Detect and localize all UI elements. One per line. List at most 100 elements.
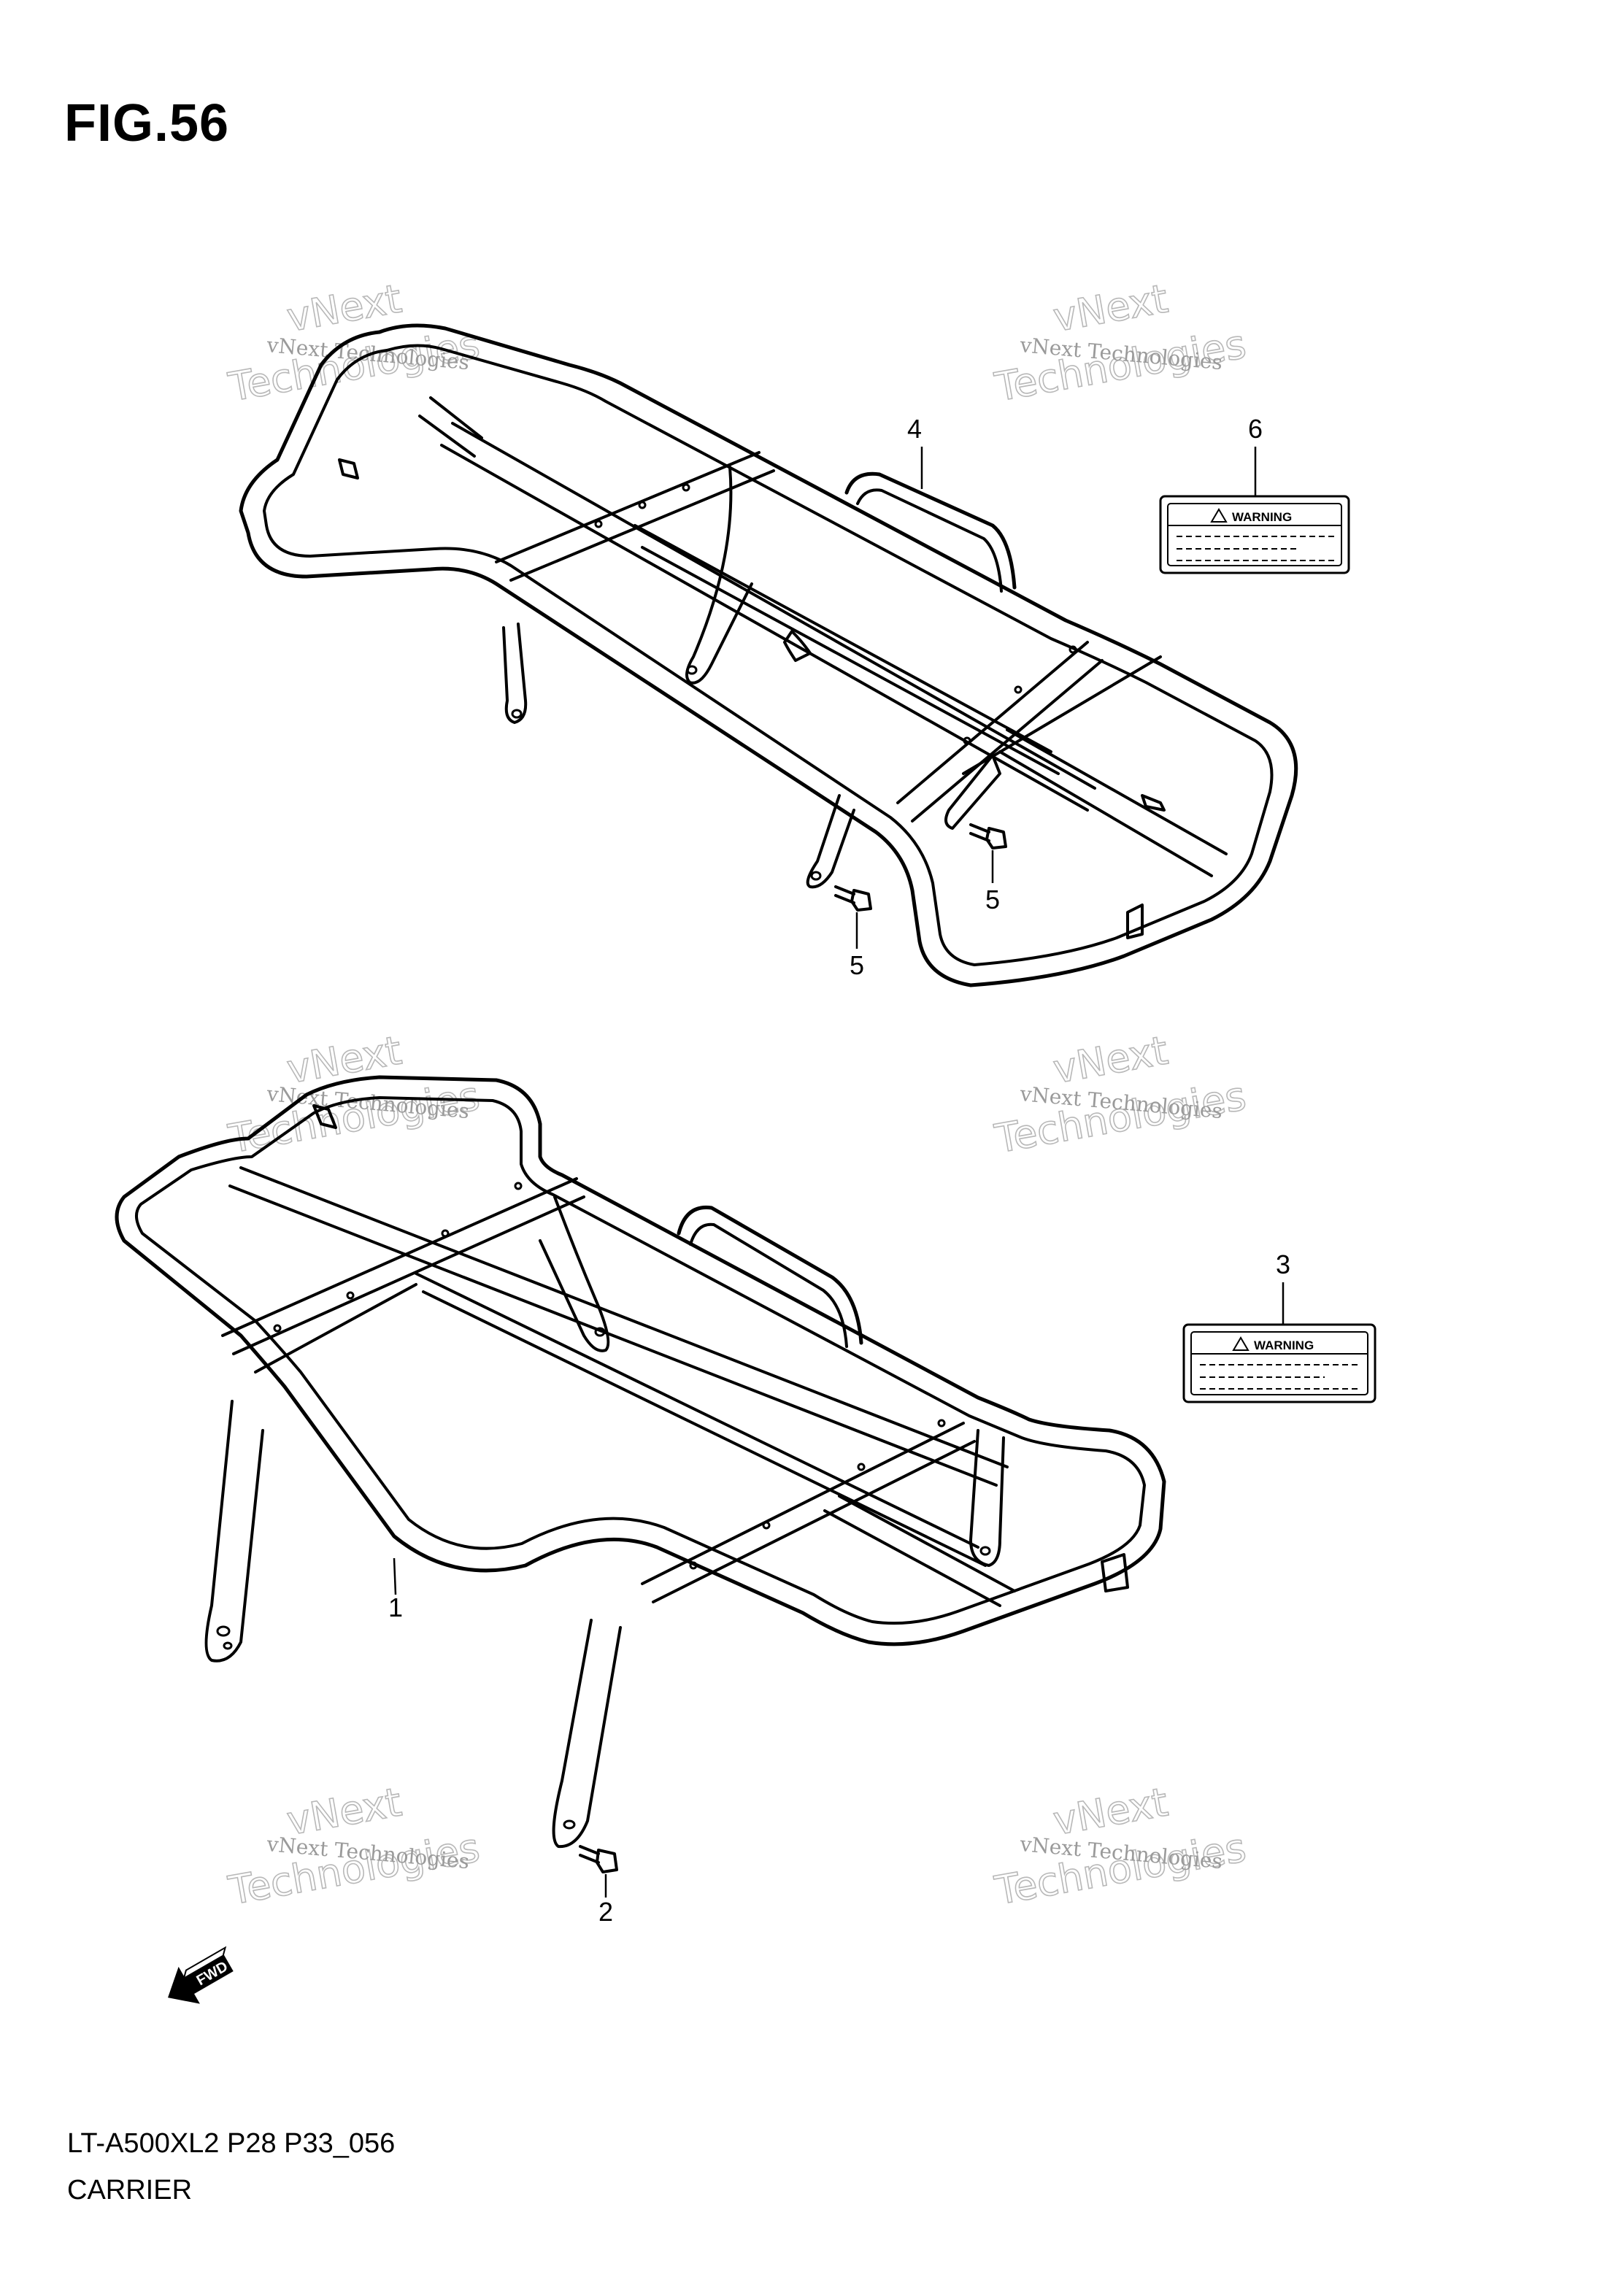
callout-5a: 5: [985, 850, 1000, 914]
warning-label-text: WARNING: [1232, 510, 1292, 524]
rear-carrier-inner-rail: [263, 344, 1274, 966]
front-carrier-leg: [539, 1195, 610, 1352]
bolt-hole: [594, 520, 603, 528]
bolt-hole: [514, 1182, 523, 1190]
diagram-code: LT-A500XL2 P28 P33_056: [67, 2128, 396, 2159]
front-carrier-long-rail: [422, 1290, 987, 1567]
bolt-hole: [441, 1229, 450, 1238]
rear-carrier-cross-rail: [429, 396, 483, 439]
bolt-hole: [594, 1327, 606, 1337]
bolt-hole: [346, 1291, 355, 1300]
bolt-hole: [273, 1324, 282, 1333]
bolt-hole: [563, 1819, 576, 1830]
callout-2: 2: [598, 1874, 613, 1927]
rear-carrier-long-rail: [641, 546, 1060, 775]
watermark-big-line: vNext: [1050, 276, 1171, 341]
bolt-hole: [1014, 685, 1023, 694]
warning-label-3: WARNING: [1182, 1323, 1376, 1403]
front-carrier-cross-rail: [641, 1422, 965, 1585]
warning-label-6: WARNING: [1159, 495, 1350, 574]
bolt-hole: [686, 665, 698, 675]
front-carrier-outer-rail: [115, 1075, 1166, 1646]
front-carrier-leg: [969, 1429, 1005, 1567]
rear-carrier-outer-rail: [239, 323, 1298, 987]
callout-5b: 5: [850, 912, 864, 980]
bolt-hole: [638, 501, 647, 509]
rear-carrier-handle-inner: [856, 488, 1003, 593]
bolt-hole: [857, 1463, 866, 1471]
rear-carrier-bracket: [783, 630, 812, 662]
front-carrier-long-rail: [415, 1272, 979, 1549]
callout-6: 6: [1248, 414, 1263, 496]
bolt-hole: [216, 1625, 231, 1637]
rear-carrier-cross-rail: [1006, 728, 1228, 855]
warning-triangle-icon: [1232, 1336, 1250, 1351]
front-carrier-leg: [204, 1400, 264, 1663]
front-carrier-handle-inner: [689, 1222, 848, 1348]
callout-number: 5: [985, 885, 1000, 914]
callout-4: 4: [907, 414, 923, 489]
bolt-hole: [689, 1561, 698, 1570]
bolt-2: [579, 1845, 618, 1873]
bolt-hole: [1069, 645, 1077, 654]
rear-carrier-leg: [685, 466, 753, 685]
watermark-big-line: vNext: [1050, 1779, 1171, 1844]
rear-carrier-long-rail: [451, 422, 1096, 790]
bolt-hole: [682, 483, 690, 492]
front-carrier-leg: [552, 1619, 622, 1849]
front-carrier-cross-rail: [838, 1495, 1016, 1592]
bolt-hole: [979, 1546, 991, 1556]
rear-carrier-drawing: [239, 323, 1298, 987]
front-carrier-cross-rail: [221, 1177, 578, 1337]
rear-carrier-long-rail: [634, 524, 1052, 753]
front-carrier-drawing: [115, 1075, 1166, 1873]
bolt-hole: [762, 1521, 771, 1530]
front-carrier-long-rail: [239, 1166, 1009, 1468]
fwd-arrow-icon: FWD: [168, 1946, 234, 2004]
bolt-hole: [810, 871, 822, 881]
callout-number: 4: [907, 414, 922, 444]
front-carrier-bracket: [1101, 1553, 1129, 1592]
callout-number: 3: [1276, 1249, 1290, 1279]
bolt-5b: [834, 885, 872, 912]
front-carrier-cross-rail: [652, 1440, 976, 1603]
bolt-5a: [969, 823, 1007, 850]
callout-number: 5: [850, 950, 864, 980]
rear-carrier-cross-rail: [418, 415, 476, 458]
callout-number: 1: [388, 1592, 403, 1622]
front-carrier-long-rail: [228, 1184, 998, 1487]
bolt-hole: [223, 1641, 233, 1650]
rear-carrier-cross-rail: [911, 659, 1104, 823]
front-carrier-cross-rail: [823, 1509, 1001, 1607]
front-carrier-bracket: [312, 1104, 337, 1129]
rear-carrier-cross-rail: [896, 641, 1089, 804]
rear-carrier-bracket: [1126, 904, 1144, 939]
rear-carrier-cross-rail: [998, 750, 1213, 877]
warning-label-text: WARNING: [1254, 1338, 1314, 1352]
rear-carrier-cross-rail: [509, 469, 775, 582]
front-carrier-handle: [677, 1205, 863, 1345]
front-carrier-cross-rail: [254, 1283, 417, 1374]
rear-carrier-bracket: [944, 754, 1001, 830]
rear-carrier-bracket: [1141, 794, 1166, 812]
bolt-hole: [963, 736, 971, 745]
diagram-name: CARRIER: [67, 2175, 193, 2206]
figure-title: FIG.56: [64, 94, 230, 153]
callout-number: 6: [1248, 414, 1263, 444]
rear-carrier-leg: [502, 623, 528, 724]
callout-number: 2: [598, 1897, 613, 1927]
callout-1: 1: [388, 1557, 403, 1622]
warning-triangle-icon: [1210, 508, 1228, 523]
rear-carrier-handle: [844, 471, 1017, 590]
front-carrier-inner-rail: [135, 1096, 1146, 1625]
callout-3: 3: [1276, 1249, 1290, 1325]
rear-carrier-bracket: [338, 458, 359, 479]
watermark-big-line: vNext: [1050, 1028, 1171, 1093]
front-carrier-cross-rail: [232, 1195, 585, 1355]
rear-carrier-long-rail: [440, 444, 1089, 812]
rear-carrier-cross-rail: [495, 451, 761, 563]
bolt-hole: [511, 709, 523, 719]
watermark-1: vNext Technologies: [224, 275, 483, 411]
